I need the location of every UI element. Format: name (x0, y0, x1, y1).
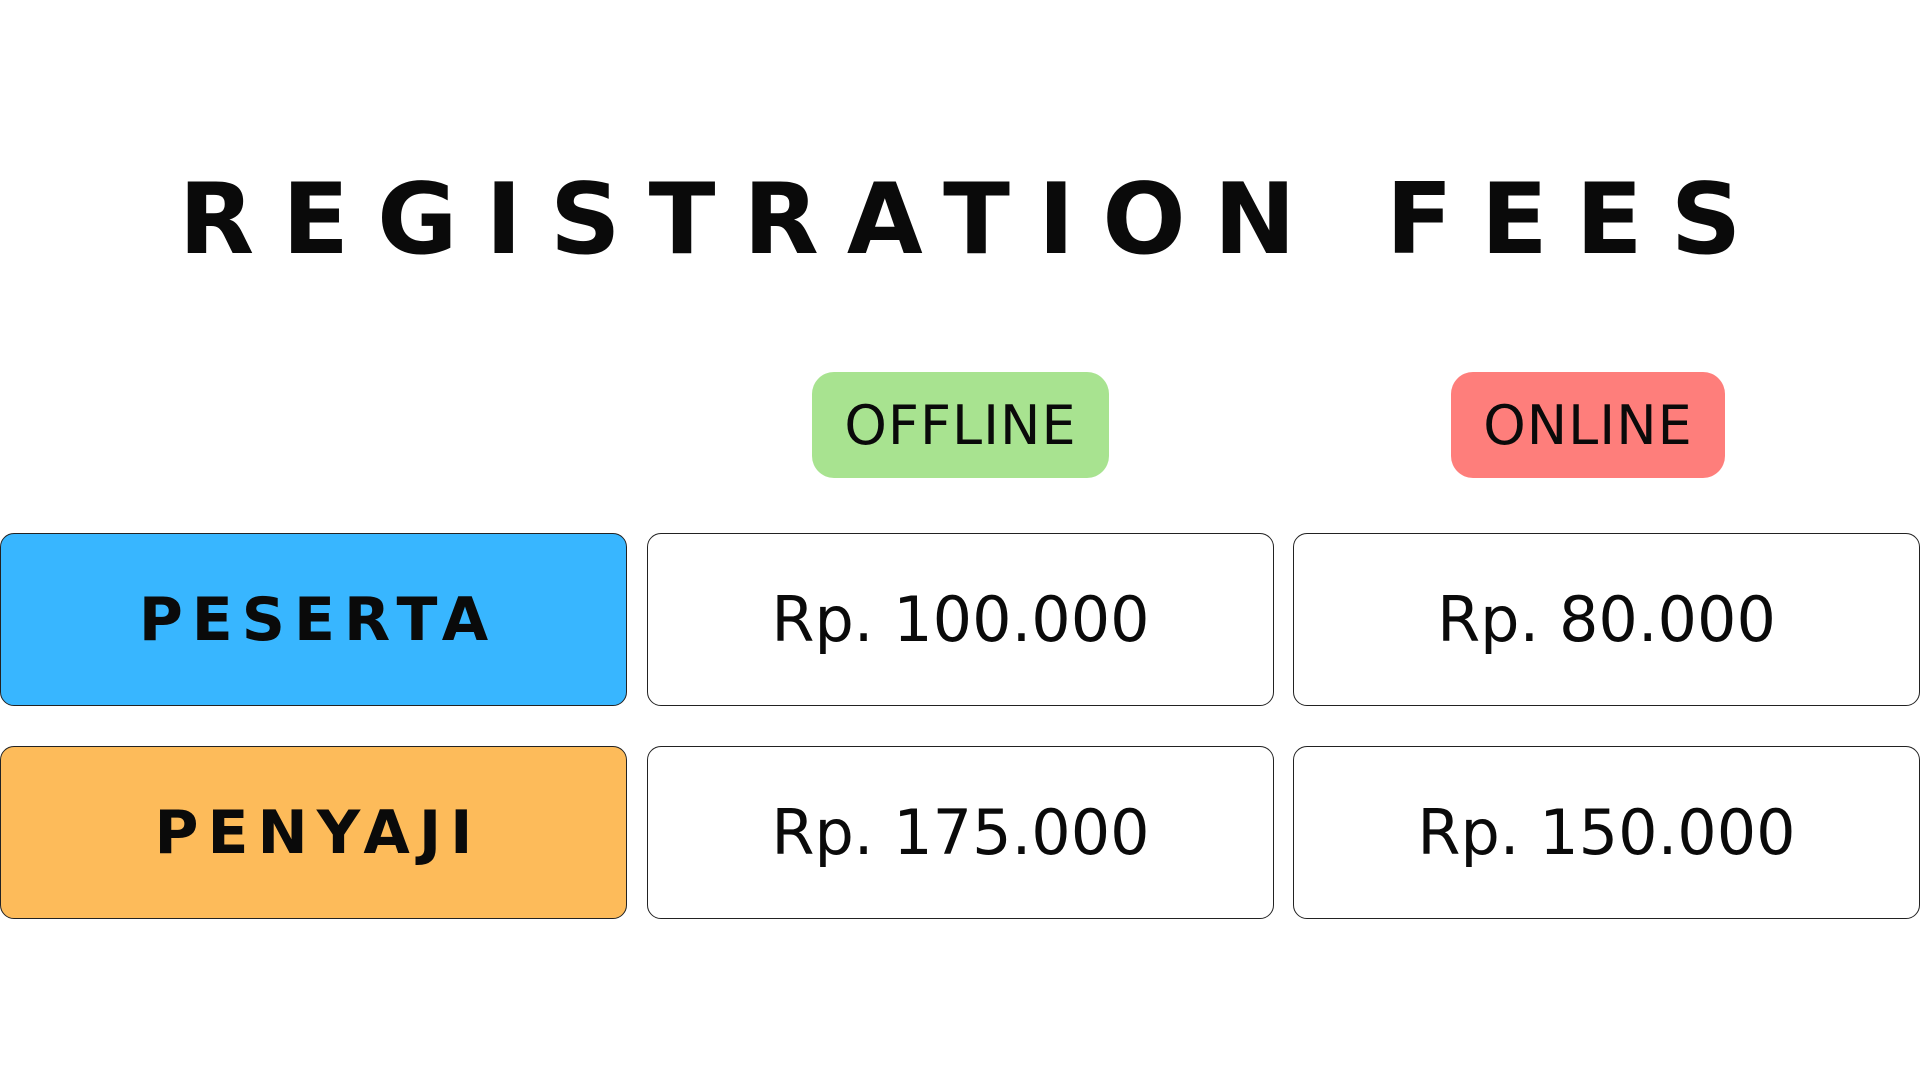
offline-badge: OFFLINE (812, 372, 1109, 478)
peserta-label-cell: PESERTA (0, 533, 627, 706)
peserta-offline-price: Rp. 100.000 (771, 583, 1150, 656)
peserta-online-price: Rp. 80.000 (1437, 583, 1776, 656)
penyaji-online-price: Rp. 150.000 (1417, 796, 1796, 869)
penyaji-offline-price: Rp. 175.000 (771, 796, 1150, 869)
penyaji-label: PENYAJI (154, 797, 482, 868)
penyaji-label-cell: PENYAJI (0, 746, 627, 919)
penyaji-online-cell: Rp. 150.000 (1293, 746, 1920, 919)
peserta-label: PESERTA (138, 584, 498, 655)
penyaji-offline-cell: Rp. 175.000 (647, 746, 1274, 919)
peserta-offline-cell: Rp. 100.000 (647, 533, 1274, 706)
online-badge: ONLINE (1451, 372, 1725, 478)
page-title: REGISTRATION FEES (178, 163, 1770, 277)
peserta-online-cell: Rp. 80.000 (1293, 533, 1920, 706)
